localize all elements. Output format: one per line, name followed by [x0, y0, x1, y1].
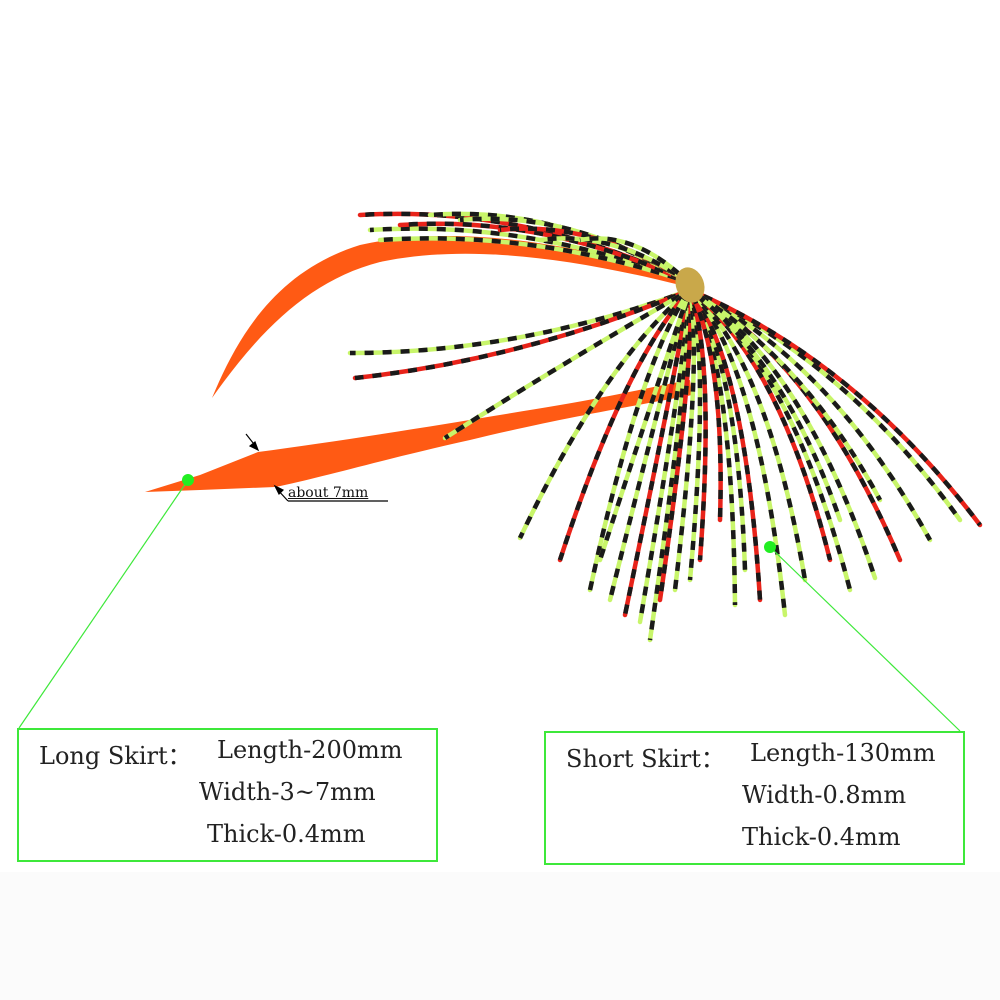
strand-stripes	[379, 236, 689, 285]
strand-stripes	[587, 288, 692, 591]
short-skirt-spec-box: Short Skirt： Length-130mm Width-0.8mm Th…	[544, 731, 965, 865]
strand-stripes	[517, 288, 692, 539]
short-skirt-strands	[347, 211, 983, 643]
short-skirt-thick: Thick-0.4mm	[742, 823, 901, 851]
long-skirt-width: Width-3~7mm	[199, 778, 376, 806]
short-skirt-title: Short Skirt：	[566, 745, 725, 773]
strand-stripes	[647, 289, 693, 641]
long-skirt-thick: Thick-0.4mm	[207, 820, 366, 848]
strand-stripes	[688, 288, 882, 502]
strand-stripes	[637, 289, 693, 623]
measure-arrow-top-icon	[245, 433, 260, 452]
strand-stripes	[539, 236, 690, 284]
measure-arrow-bottom-icon	[273, 484, 388, 502]
short-skirt-width: Width-0.8mm	[742, 781, 907, 809]
long-skirt-spec-box: Long Skirt： Length-200mm Width-3~7mm Thi…	[17, 728, 438, 862]
strand-stripes	[687, 289, 708, 561]
strand-stripes	[597, 289, 693, 561]
strand-stripes	[443, 288, 692, 440]
strand-stripes	[369, 226, 689, 285]
short-skirt-length: Length-130mm	[750, 739, 936, 767]
measure-label: about 7mm	[288, 485, 369, 501]
long-skirt-strips	[145, 236, 692, 492]
strand-stripes	[359, 211, 689, 285]
strand-stripes	[688, 288, 903, 561]
long-skirt-length: Length-200mm	[217, 736, 403, 764]
long-callout-dot	[182, 474, 194, 486]
strand-stripes	[688, 288, 763, 601]
background-band	[0, 872, 1000, 1000]
strand-stripes	[579, 236, 690, 284]
long-skirt-lower	[145, 380, 692, 492]
strand-stripes	[557, 288, 692, 561]
long-callout-line	[18, 479, 189, 729]
strand	[397, 221, 691, 285]
long-skirt-upper	[212, 236, 680, 398]
strand-stripes	[687, 288, 723, 521]
strand-stripes	[688, 288, 833, 561]
strand-stripes	[689, 287, 962, 522]
strand-stripes	[354, 287, 691, 381]
strand-stripes	[689, 287, 982, 527]
strand-stripes	[688, 288, 843, 521]
short-callout-dot	[764, 541, 776, 553]
skirt-collar	[675, 267, 705, 303]
strand-stripes	[688, 288, 808, 581]
strand-stripes	[688, 288, 788, 616]
strand-stripes	[688, 287, 932, 542]
short-callout-line	[769, 546, 961, 732]
long-skirt-title: Long Skirt：	[39, 742, 192, 770]
